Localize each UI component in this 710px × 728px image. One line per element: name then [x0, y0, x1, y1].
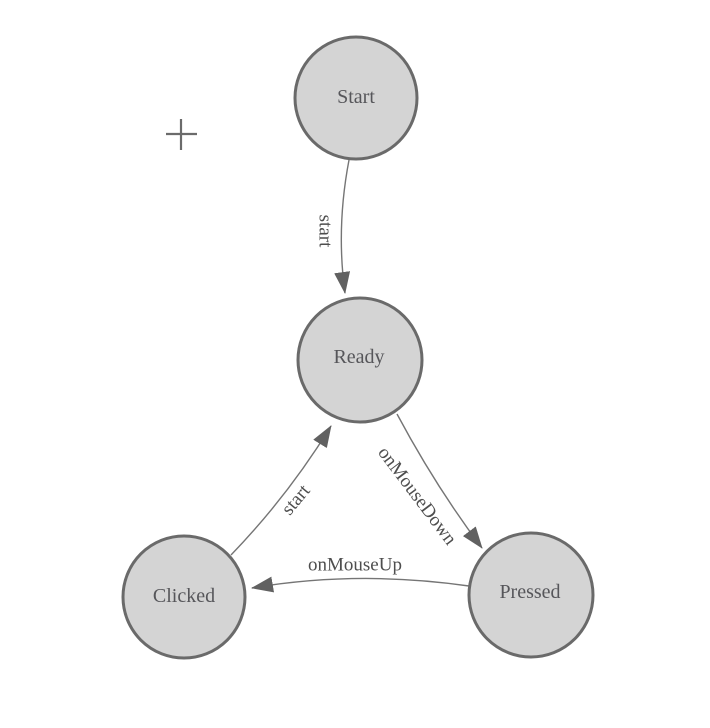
node-clicked[interactable]: Clicked	[121, 534, 247, 660]
edge-clicked-to-ready[interactable]: start	[230, 425, 332, 556]
edge-pressed-to-clicked[interactable]: onMouseUp	[251, 555, 470, 593]
edge-line[interactable]	[396, 413, 483, 549]
node-pressed-label: Pressed	[499, 581, 560, 603]
edge-line[interactable]	[334, 159, 351, 294]
edge-label-clicked-to-ready: start	[277, 480, 315, 519]
edge-line[interactable]	[251, 576, 470, 593]
node-pressed[interactable]: Pressed	[467, 531, 595, 659]
edge-label-start-to-ready: start	[315, 215, 336, 248]
edge-line[interactable]	[230, 425, 332, 556]
node-start-circle[interactable]	[293, 35, 419, 161]
edge-start-to-ready[interactable]: start	[315, 159, 351, 294]
node-pressed-circle[interactable]	[467, 531, 595, 659]
edge-label-pressed-to-clicked: onMouseUp	[308, 555, 402, 576]
node-ready[interactable]: Ready	[296, 296, 424, 424]
node-clicked-label: Clicked	[153, 585, 215, 607]
node-start-label: Start	[337, 86, 375, 108]
node-ready-circle[interactable]	[296, 296, 424, 424]
node-clicked-circle[interactable]	[121, 534, 247, 660]
node-ready-label: Ready	[333, 346, 384, 368]
edge-ready-to-pressed[interactable]: onMouseDown	[373, 413, 483, 550]
crosshair-plus-icon	[166, 119, 197, 150]
edge-label-ready-to-pressed: onMouseDown	[373, 443, 461, 550]
node-start[interactable]: Start	[293, 35, 419, 161]
